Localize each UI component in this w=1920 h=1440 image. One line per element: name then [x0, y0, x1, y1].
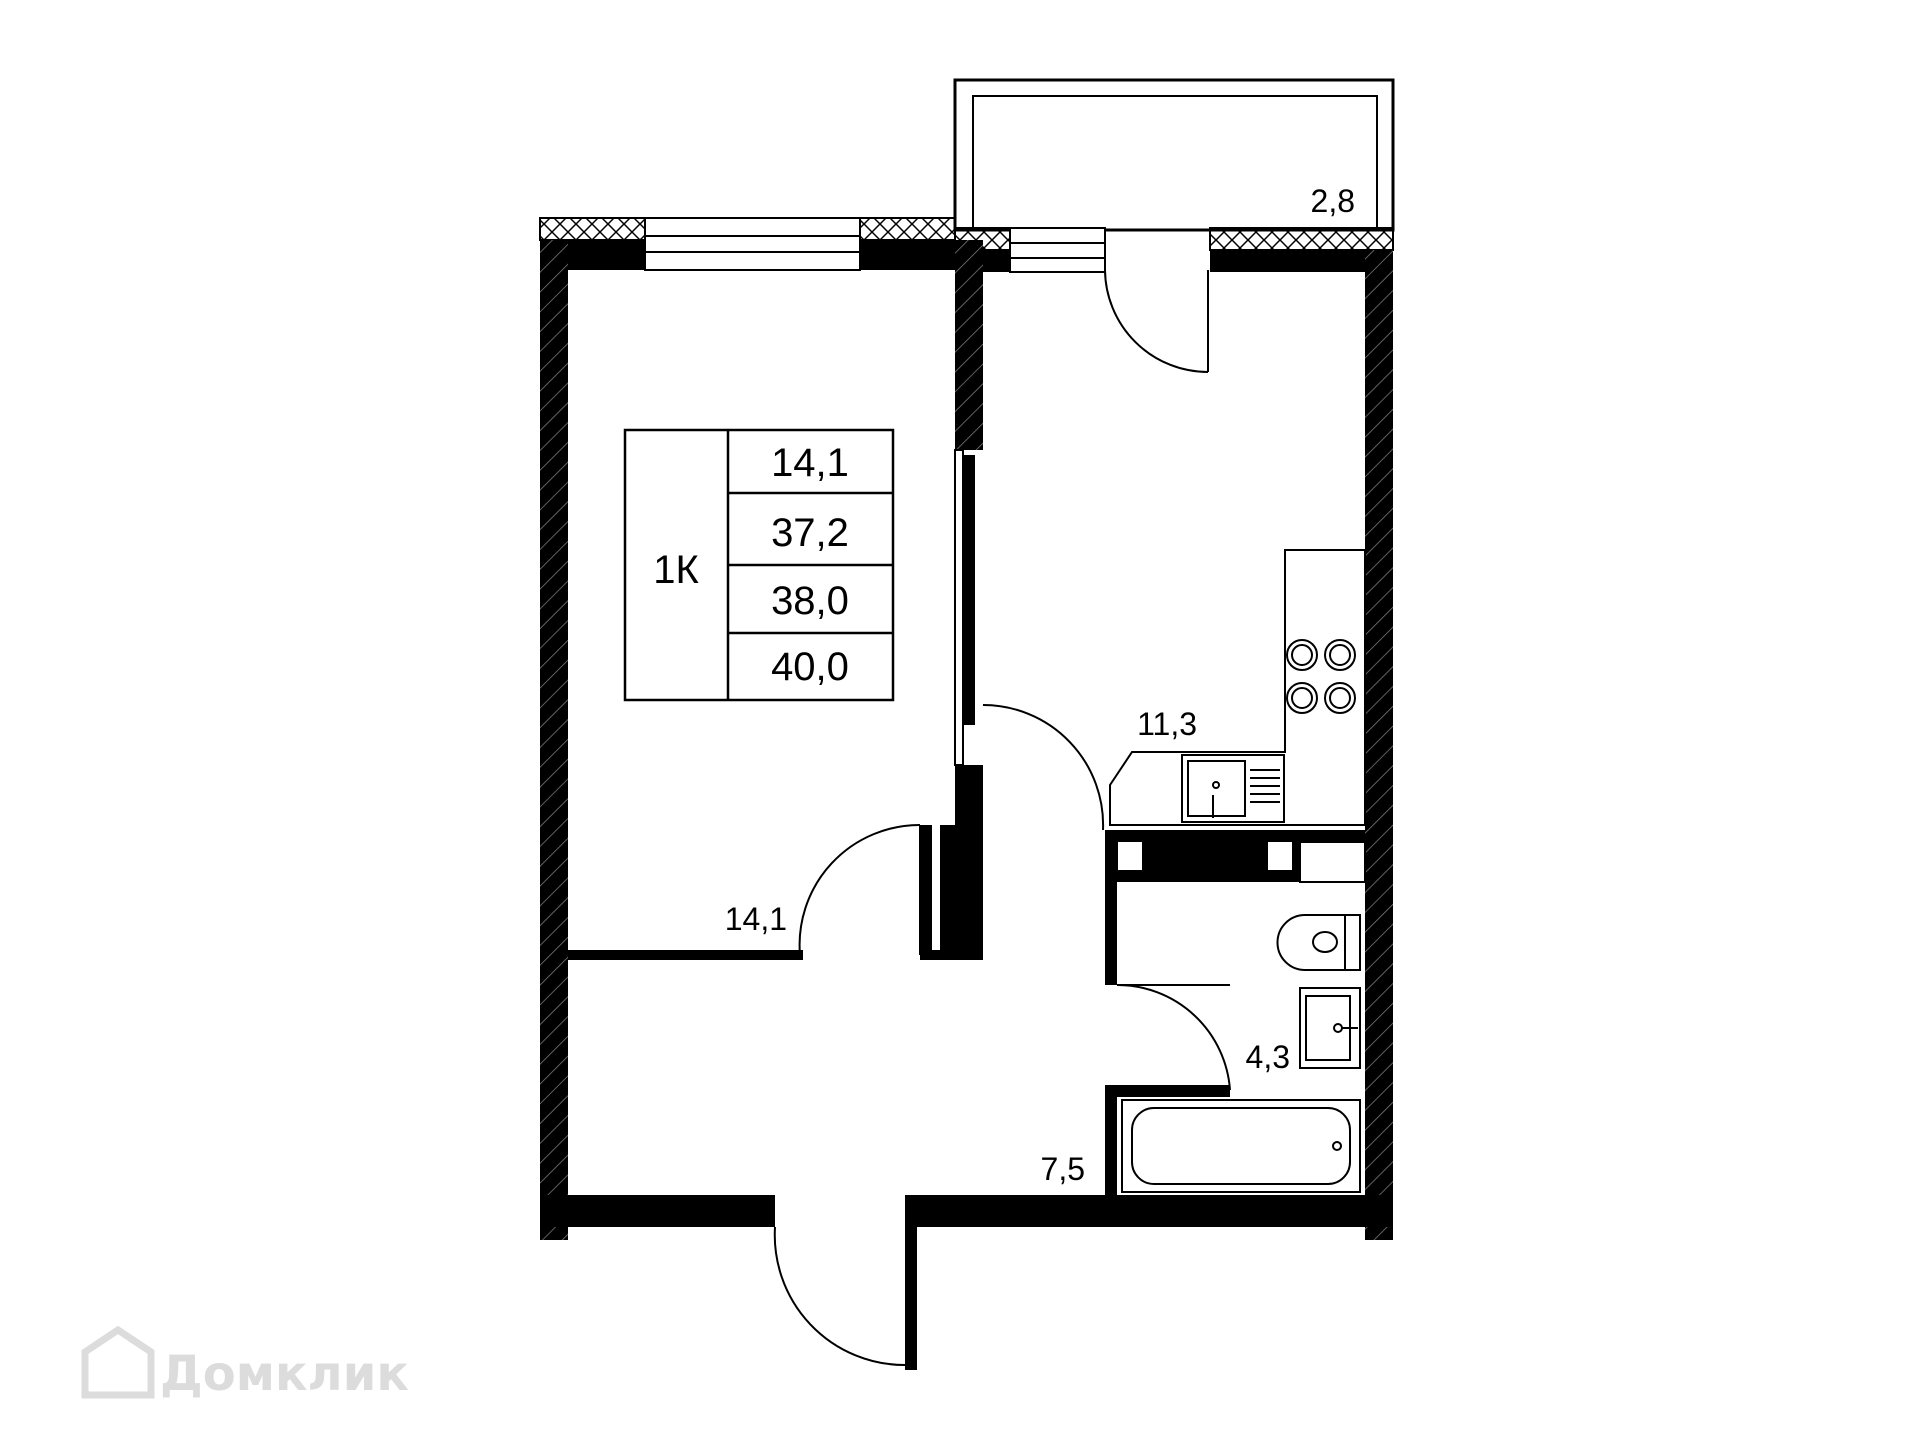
apartment-type: 1К [653, 548, 699, 592]
kitchen-door [982, 703, 1105, 831]
room-area-hall: 7,5 [1041, 1151, 1085, 1187]
partition-bedroom-kitchen [920, 240, 983, 960]
exterior-wall-bottom [540, 1195, 1393, 1370]
summary-value: 14,1 [771, 441, 849, 485]
toilet-icon [1276, 914, 1361, 971]
room-area-bathroom: 4,3 [1246, 1039, 1290, 1075]
partition-bedroom-hall [568, 950, 803, 960]
balcony-window [1009, 227, 1106, 273]
window-bedroom [644, 217, 861, 271]
kitchen-counter [1109, 549, 1366, 826]
bedroom-door [798, 823, 921, 956]
watermark-text: Домклик [160, 1346, 409, 1402]
bathroom-door [1116, 983, 1231, 1091]
bathroom-walls [1105, 830, 1366, 1195]
kitchen-sink-icon [1181, 754, 1285, 823]
exterior-wall-top [539, 217, 1394, 272]
summary-value: 40,0 [771, 645, 849, 689]
entrance-door [773, 1226, 906, 1367]
summary-table: 1К 14,1 37,2 38,0 40,0 [623, 428, 895, 702]
bathroom-sink-icon [1299, 987, 1361, 1069]
exterior-wall-left [540, 240, 568, 1240]
room-area-bedroom: 14,1 [725, 901, 787, 937]
house-logo-icon [81, 1325, 155, 1399]
bathtub-icon [1121, 1099, 1361, 1193]
watermark: Домклик [81, 1325, 409, 1402]
room-area-balcony: 2,8 [1311, 183, 1355, 219]
stove-icon [1286, 639, 1356, 714]
room-area-kitchen: 11,3 [1137, 706, 1197, 742]
balcony [953, 78, 1395, 232]
exterior-wall-right [1365, 250, 1393, 1240]
balcony-door [1104, 269, 1209, 373]
summary-value: 38,0 [771, 579, 849, 623]
summary-value: 37,2 [771, 511, 849, 555]
